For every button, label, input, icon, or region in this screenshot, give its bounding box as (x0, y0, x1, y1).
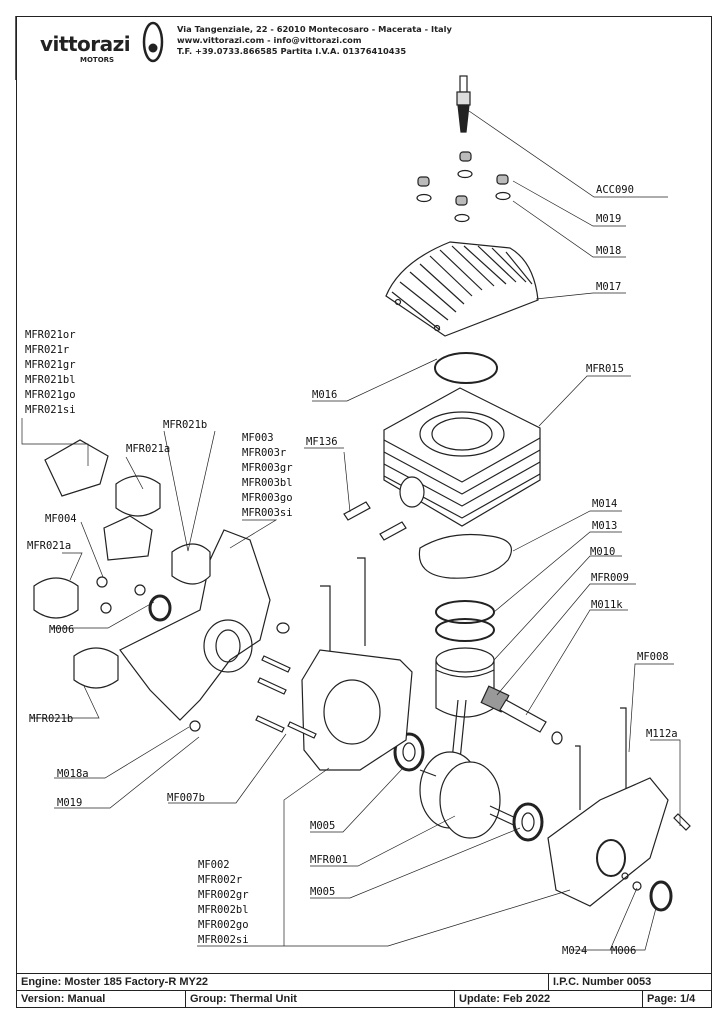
callout-mfr015[interactable]: MFR015 (586, 363, 624, 375)
variant-code[interactable]: MFR021or (25, 329, 76, 341)
head-oring-part (434, 352, 498, 384)
variant-code[interactable]: MFR002go (198, 919, 249, 931)
logo-mark-icon (142, 21, 164, 63)
group: Group: Thermal Unit (185, 990, 455, 1008)
callout-m018[interactable]: M018 (596, 245, 622, 257)
cylinder-part (383, 387, 541, 527)
head-nuts-part (416, 151, 511, 223)
callout-m019-bottom[interactable]: M019 (57, 797, 83, 809)
mf002-variant-list: MF002 MFR002r MFR002gr MFR002bl MFR002go… (198, 858, 249, 948)
variant-code[interactable]: MFR003go (242, 492, 293, 504)
update-date: Update: Feb 2022 (454, 990, 643, 1008)
piston-part (435, 647, 495, 718)
dowel-pins-part (343, 501, 407, 541)
piston-rings-part (435, 600, 495, 642)
callout-acc090[interactable]: ACC090 (596, 184, 634, 196)
callout-m005-bottom[interactable]: M005 (310, 886, 336, 898)
wrist-pin-part (480, 685, 563, 745)
variant-code[interactable]: MFR002si (198, 934, 249, 946)
callout-m011k[interactable]: M011k (591, 599, 623, 611)
variant-code[interactable]: MF003 (242, 432, 274, 444)
callout-m013[interactable]: M013 (592, 520, 618, 532)
variant-code[interactable]: MFR002r (198, 874, 243, 886)
callout-m016[interactable]: M016 (312, 389, 338, 401)
variant-code[interactable]: MFR002bl (198, 904, 249, 916)
variant-code[interactable]: MFR003r (242, 447, 287, 459)
vittorazi-logo: vittorazi MOTORS (40, 20, 170, 66)
silentblocks-part (33, 439, 211, 689)
variant-code[interactable]: MFR021gr (25, 359, 76, 371)
ipc-number: I.P.C. Number 0053 (548, 973, 712, 991)
company-address: Via Tangenziale, 22 - 62010 Montecosaro … (177, 24, 452, 57)
mfr021-variant-list: MFR021or MFR021r MFR021gr MFR021bl MFR02… (25, 328, 76, 418)
variant-code[interactable]: MFR003si (242, 507, 293, 519)
callout-mfr009[interactable]: MFR009 (591, 572, 629, 584)
version: Version: Manual (16, 990, 186, 1008)
crankcase-right-part (547, 707, 691, 912)
brand-subtitle: MOTORS (80, 56, 115, 64)
callout-m024[interactable]: M024 (562, 945, 588, 957)
callout-m018a[interactable]: M018a (57, 768, 89, 780)
variant-code[interactable]: MFR021si (25, 404, 76, 416)
crankcase-bolts-part (255, 622, 317, 739)
variant-code[interactable]: MF002 (198, 859, 230, 871)
callout-m006-left[interactable]: M006 (49, 624, 75, 636)
callout-m019[interactable]: M019 (596, 213, 622, 225)
spark-plug-part (456, 75, 471, 133)
callout-mfr021a-top[interactable]: MFR021a (126, 443, 171, 455)
callout-m010[interactable]: M010 (590, 546, 616, 558)
callout-mfr001[interactable]: MFR001 (310, 854, 348, 866)
crankshaft-part (419, 699, 521, 839)
callout-mf007b[interactable]: MF007b (167, 792, 205, 804)
callout-mfr021b-top[interactable]: MFR021b (163, 419, 208, 431)
phone-vat-line: T.F. +39.0733.866585 Partita I.V.A. 0137… (177, 46, 407, 56)
cylinder-head-part (385, 241, 539, 337)
brand-name: vittorazi (40, 32, 131, 56)
variant-code[interactable]: MFR021go (25, 389, 76, 401)
variant-code[interactable]: MFR002gr (198, 889, 249, 901)
callout-mf136[interactable]: MF136 (306, 436, 338, 448)
callout-m006-right[interactable]: M006 (611, 945, 637, 957)
callout-mfr021b-bottom[interactable]: MFR021b (29, 713, 74, 725)
callout-m017[interactable]: M017 (596, 281, 622, 293)
drawing-frame (16, 16, 712, 1008)
variant-code[interactable]: MFR003gr (242, 462, 293, 474)
callout-mf008[interactable]: MF008 (637, 651, 669, 663)
callout-m112a[interactable]: M112a (646, 728, 678, 740)
crankcase-left-part (301, 557, 413, 771)
leader-lines (21, 110, 681, 951)
variant-code[interactable]: MFR003bl (242, 477, 293, 489)
callout-m014[interactable]: M014 (592, 498, 618, 510)
variant-code[interactable]: MFR021bl (25, 374, 76, 386)
engine-model: Engine: Moster 185 Factory-R MY22 (16, 973, 549, 991)
callout-mfr021a-left[interactable]: MFR021a (27, 540, 72, 552)
base-gasket-part (418, 533, 512, 579)
callout-mf004[interactable]: MF004 (45, 513, 77, 525)
web-email-line: www.vittorazi.com - info@vittorazi.com (177, 35, 362, 45)
callout-m005-top[interactable]: M005 (310, 820, 336, 832)
title-block: Engine: Moster 185 Factory-R MY22 I.P.C.… (16, 973, 712, 1008)
address-line: Via Tangenziale, 22 - 62010 Montecosaro … (177, 24, 452, 34)
mf003-variant-list: MF003 MFR003r MFR003gr MFR003bl MFR003go… (242, 431, 293, 521)
variant-code[interactable]: MFR021r (25, 344, 70, 356)
page-number: Page: 1/4 (642, 990, 712, 1008)
